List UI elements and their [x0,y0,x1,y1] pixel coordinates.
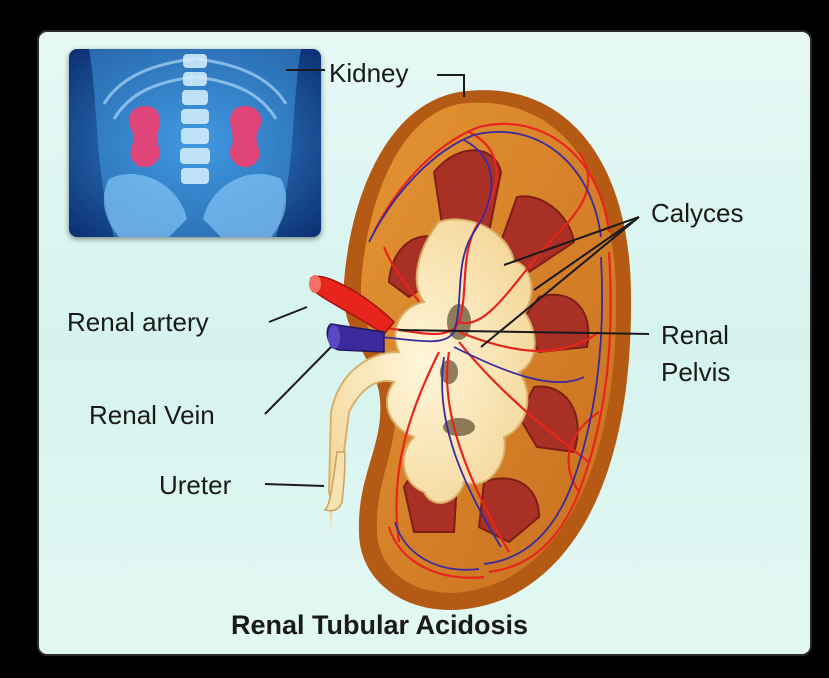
label-ureter: Ureter [159,472,231,498]
label-renal-vein: Renal Vein [89,402,215,428]
label-renal-pelvis-line1: Renal [661,322,729,348]
diagram-frame: Kidney Calyces Renal artery Renal Pelvis… [37,30,812,656]
label-renal-pelvis-line2: Pelvis [661,359,730,385]
label-calyces: Calyces [651,200,743,226]
diagram-title: Renal Tubular Acidosis [231,612,528,639]
label-kidney: Kidney [329,60,409,86]
label-renal-artery: Renal artery [67,309,209,335]
